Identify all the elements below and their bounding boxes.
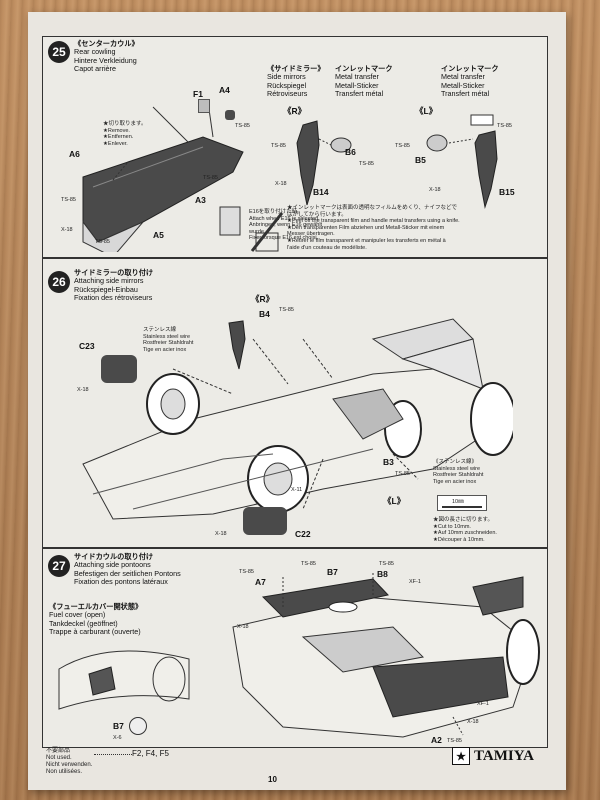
label-ts85-left: TS-85 (61, 197, 76, 203)
label-b3: B3 (383, 457, 394, 467)
label-ts85-a4: TS-85 (235, 123, 250, 129)
wire-length-label: 10㎜ (452, 499, 464, 505)
label-fuel-b7: B7 (113, 721, 124, 731)
label-x11: X-11 (291, 487, 303, 493)
part-c23 (101, 355, 137, 383)
label-x18-a7: X-18 (237, 624, 249, 630)
label-b14: B14 (313, 187, 329, 197)
knife-drawing (250, 212, 284, 252)
label-ts85-mr: TS-85 (271, 143, 286, 149)
pontoon-car-drawing (232, 573, 540, 738)
tamiya-star-icon: ★ (452, 747, 470, 765)
step-27-panel: 27 サイドカウルの取り付け Attaching side pontoons B… (42, 548, 548, 748)
label-ts85-b7: TS-85 (301, 561, 316, 567)
label-b15: B15 (499, 187, 515, 197)
mirror-l-drawing (426, 114, 498, 209)
step-number-27: 27 (48, 555, 70, 577)
not-used-dots (94, 754, 132, 755)
wire-label: ステンレス線 Stainless steel wire Rostfreier S… (143, 327, 194, 353)
label-x18-mr: X-18 (275, 181, 287, 187)
step-number-26: 26 (48, 271, 70, 293)
fuel-cover-title: 《フューエルカバー開状態》 Fuel cover (open) Tankdeck… (49, 602, 143, 637)
label-c23: C23 (79, 341, 95, 351)
label-a3: A3 (195, 195, 206, 205)
instruction-page: 25 《センターカウル》 Rear cowling Hintere Verkle… (28, 12, 566, 790)
step-27-title: サイドカウルの取り付け Attaching side pontoons Befe… (74, 552, 181, 587)
label-x18-ml: X-18 (429, 187, 441, 193)
transfer-note: ★インレットマークは表面の透明なフィルムをめくり、ナイフなどで はがしてから行い… (287, 205, 460, 251)
step-25-panel: 25 《センターカウル》 Rear cowling Hintere Verkle… (42, 36, 548, 258)
label-x18-c22: X-18 (215, 531, 227, 537)
wire-length-diagram: 10㎜ (437, 495, 487, 511)
label-ts85-a2: TS-85 (447, 738, 462, 744)
not-used-part-list: F2, F4, F5 (132, 749, 169, 758)
label-26-r: 《R》 (251, 294, 275, 304)
metal-transfer-right-title: インレットマーク Metal transfer Metall-Sticker T… (441, 64, 499, 99)
e16-detail-drawing (219, 206, 241, 236)
tamiya-wordmark: TAMIYA (474, 747, 535, 764)
cut-note: ★切り取ります。 ★Remove. ★Entfernen. ★Enlever. (103, 121, 147, 147)
mirror-r-drawing (296, 120, 352, 206)
label-a5: A5 (153, 230, 164, 240)
part-f1 (198, 99, 210, 113)
label-ts85-cowl: TS-85 (203, 175, 218, 181)
car-body-drawing (82, 318, 513, 520)
label-x18-left: X-18 (61, 227, 73, 233)
label-a6: A6 (69, 149, 80, 159)
part-a4 (225, 110, 235, 120)
label-c22: C22 (295, 529, 311, 539)
fuel-cover-drawing (58, 650, 190, 710)
label-f1: F1 (193, 89, 203, 99)
label-x18-bottom: X-18 (467, 719, 479, 725)
label-b4: B4 (259, 309, 270, 319)
label-x18-c23: X-18 (77, 387, 89, 393)
wire-line (442, 506, 482, 508)
tamiya-logo: ★ TAMIYA (452, 747, 534, 765)
wire-cut-note: ★図の長さに切ります。 ★Cut to 10mm. ★Auf 10mm zusc… (433, 517, 497, 543)
label-xf1-right: XF-1 (477, 701, 489, 707)
label-x6: X-6 (113, 735, 122, 741)
wire-box-title: 《ステンレス線》 Stainless steel wire Rostfreier… (433, 459, 484, 485)
label-ts85-bottom: TS-85 (95, 239, 110, 245)
label-mirror-l: 《L》 (415, 106, 438, 116)
label-a2: A2 (431, 735, 442, 745)
label-b5: B5 (415, 155, 426, 165)
label-a7: A7 (255, 577, 266, 587)
step-26-title: サイドミラーの取り付け Attaching side mirrors Rücks… (74, 268, 154, 303)
label-xf1-top: XF-1 (409, 579, 421, 585)
label-mirror-r: 《R》 (283, 106, 307, 116)
label-26-l: 《L》 (383, 496, 406, 506)
label-b8: B8 (377, 569, 388, 579)
label-ts85-b8: TS-85 (379, 561, 394, 567)
fuel-cap-part (129, 717, 147, 735)
not-used-parts: 不要部品 Not used. Nicht verwenden. Non util… (46, 748, 93, 775)
mirror-26-r-drawing (228, 320, 246, 370)
page-number: 10 (268, 775, 277, 784)
rear-cowling-drawing (82, 101, 244, 252)
label-ts85-a7: TS-85 (239, 569, 254, 575)
label-ts85-ml: TS-85 (395, 143, 410, 149)
metal-transfer-left-title: インレットマーク Metal transfer Metall-Sticker T… (335, 64, 393, 99)
label-ts85-b4: TS-85 (279, 307, 294, 313)
label-ts85-ml2: TS-85 (497, 123, 512, 129)
step-25-title: 《センターカウル》 Rear cowling Hintere Verkleidu… (74, 39, 139, 74)
label-b7: B7 (327, 567, 338, 577)
label-a4: A4 (219, 85, 230, 95)
side-mirrors-title: 《サイドミラー》 Side mirrors Rückspiegel Rétrov… (267, 64, 325, 99)
step-number-25: 25 (48, 41, 70, 63)
step-26-panel: 26 サイドミラーの取り付け Attaching side mirrors Rü… (42, 258, 548, 548)
e16-note: E16を取り付けた時。 Attach when E16 is selected.… (249, 209, 323, 242)
label-ts85-b3: TS-85 (395, 471, 410, 477)
label-ts85-b6: TS-85 (359, 161, 374, 167)
part-c22 (243, 507, 287, 535)
label-b6: B6 (345, 147, 356, 157)
